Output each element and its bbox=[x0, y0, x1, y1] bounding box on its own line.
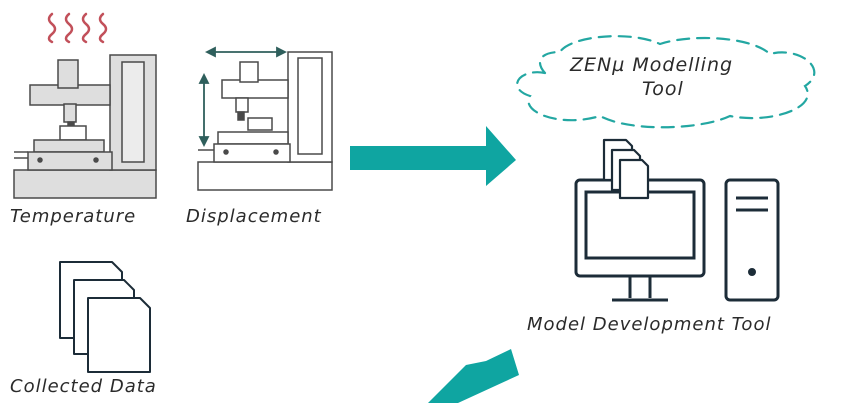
cnc-machine-heat-icon bbox=[13, 54, 157, 199]
heat-waves-icon bbox=[47, 12, 108, 44]
model-dev-tool-label: Model Development Tool bbox=[527, 314, 772, 335]
displacement-arrows-icon bbox=[198, 46, 288, 148]
computer-tower-icon bbox=[724, 178, 780, 302]
arrow-lower bbox=[428, 349, 519, 403]
cloud-title-line1: ZENµ Modelling bbox=[570, 54, 734, 76]
cloud-title-line2: Tool bbox=[642, 78, 684, 100]
small-document-stack-icon bbox=[602, 138, 650, 200]
arrow-upper bbox=[350, 126, 516, 186]
collected-data-label: Collected Data bbox=[10, 376, 157, 397]
temperature-label: Temperature bbox=[10, 206, 137, 227]
document-stack-icon bbox=[59, 261, 151, 373]
cnc-machine-displacement-icon bbox=[197, 51, 333, 191]
dashed-cloud-icon bbox=[516, 35, 816, 129]
displacement-label: Displacement bbox=[186, 206, 322, 227]
